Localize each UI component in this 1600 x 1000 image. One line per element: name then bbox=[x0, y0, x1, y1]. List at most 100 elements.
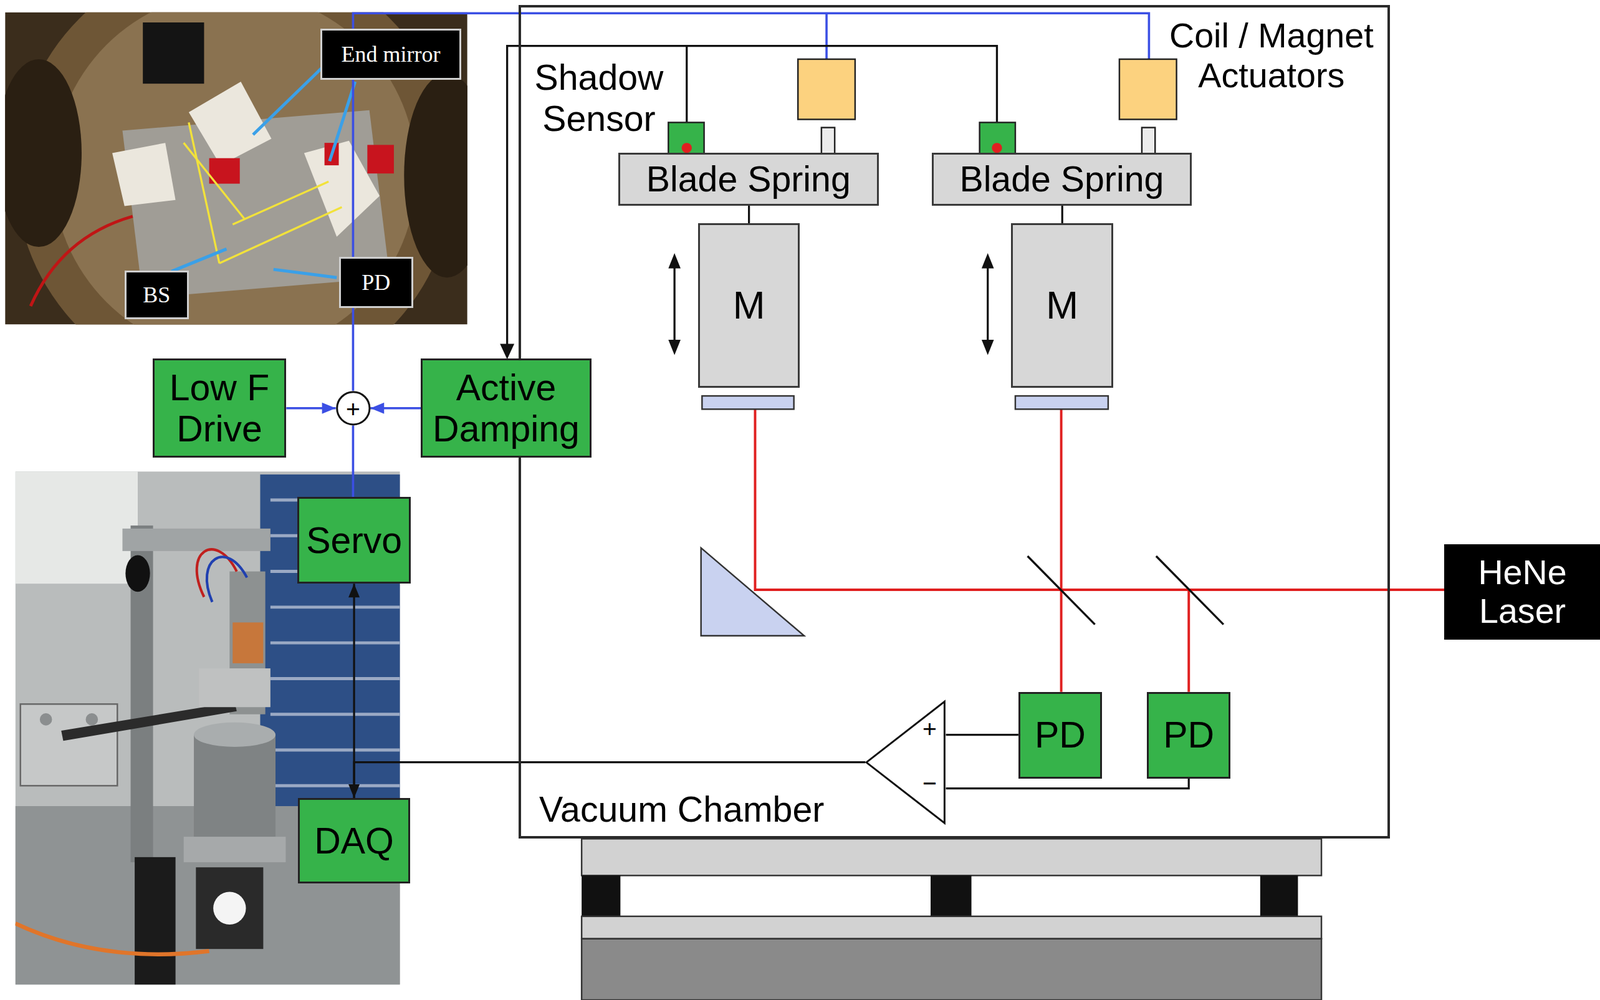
connector bbox=[946, 778, 1190, 789]
node-text: Blade Spring bbox=[959, 158, 1164, 199]
drive-wire bbox=[825, 13, 828, 60]
cabinet-groove bbox=[270, 784, 401, 788]
chamber-port bbox=[4, 59, 82, 247]
cylinder-top bbox=[193, 722, 276, 747]
photodiode: PD bbox=[1018, 691, 1102, 779]
connector-line bbox=[747, 205, 750, 224]
beam-splitter bbox=[1156, 555, 1224, 625]
beam-path bbox=[188, 122, 220, 264]
test-mass: M bbox=[698, 223, 801, 388]
connector bbox=[286, 402, 336, 414]
leader-line bbox=[253, 65, 325, 135]
node-text: M bbox=[732, 283, 766, 328]
cabinet-groove bbox=[270, 641, 401, 645]
cable bbox=[15, 923, 210, 954]
arrowhead bbox=[322, 402, 336, 414]
node-text: PD bbox=[1163, 714, 1215, 756]
node-text: + bbox=[345, 394, 361, 422]
cylinder-mass bbox=[193, 734, 276, 837]
control-box: Servo bbox=[297, 496, 411, 584]
node-text: PD bbox=[361, 269, 391, 295]
screw bbox=[86, 713, 99, 726]
magnet bbox=[1141, 127, 1155, 157]
arrowhead bbox=[668, 339, 681, 356]
arrowhead bbox=[981, 339, 995, 356]
shelf bbox=[15, 471, 138, 584]
post-base bbox=[134, 857, 176, 985]
test-mass: M bbox=[1010, 223, 1114, 388]
clamp-block bbox=[20, 703, 118, 786]
sum-symbol bbox=[336, 392, 369, 425]
control-box: Low F Drive bbox=[152, 358, 287, 459]
node-text: + bbox=[916, 714, 944, 742]
photo-callout: BS bbox=[124, 270, 189, 320]
connector-line bbox=[946, 733, 1019, 736]
sensor-led bbox=[991, 142, 1002, 153]
beam-path bbox=[232, 181, 329, 225]
node-text: Blade Spring bbox=[646, 158, 851, 199]
mirror-plate bbox=[188, 81, 272, 166]
table-base bbox=[581, 938, 1322, 1000]
cable bbox=[30, 216, 133, 307]
node-text: Active Damping bbox=[428, 367, 584, 450]
connector-line bbox=[352, 425, 355, 498]
connector-line bbox=[946, 778, 1190, 789]
connector-line bbox=[1061, 205, 1064, 224]
motion-arrow bbox=[986, 263, 989, 345]
wire bbox=[206, 556, 247, 602]
coil bbox=[232, 622, 264, 663]
control-box: Active Damping bbox=[420, 358, 592, 459]
mirror bbox=[213, 891, 246, 925]
cabinet-groove bbox=[270, 676, 401, 681]
mirror bbox=[1015, 395, 1109, 409]
connector bbox=[946, 734, 1019, 735]
node-text: Vacuum Chamber bbox=[539, 789, 824, 829]
leader-line bbox=[273, 269, 338, 278]
table-plate bbox=[581, 916, 1322, 939]
chamber-rim bbox=[15, 12, 455, 325]
sensor-wire bbox=[685, 46, 688, 123]
red-block bbox=[367, 144, 394, 174]
photodiode: PD bbox=[1146, 691, 1231, 779]
motion-arrow bbox=[673, 263, 676, 345]
leader-line bbox=[171, 248, 227, 272]
photo-callout: PD bbox=[339, 256, 414, 308]
node-text: HeNe Laser bbox=[1452, 552, 1593, 631]
beam-splitter bbox=[1027, 555, 1096, 625]
photo-callout: End mirror bbox=[320, 28, 462, 80]
node-text: − bbox=[916, 769, 944, 797]
mirror-mount bbox=[195, 867, 264, 949]
node-text: PD bbox=[1034, 714, 1086, 756]
amplifier-symbol bbox=[866, 701, 945, 823]
screw bbox=[39, 713, 53, 726]
shadow-sensor bbox=[979, 122, 1016, 156]
optic-mount bbox=[142, 22, 204, 84]
sensor-wire bbox=[507, 46, 998, 348]
blade-spring: Blade Spring bbox=[931, 152, 1192, 206]
chamber-port bbox=[403, 73, 468, 278]
beam-path bbox=[183, 142, 245, 220]
node-text: Low F Drive bbox=[160, 367, 278, 450]
differential-amplifier: +− bbox=[865, 699, 946, 825]
magnet bbox=[821, 127, 835, 157]
shadow-sensor bbox=[668, 122, 704, 156]
leader-line bbox=[329, 81, 356, 162]
connector bbox=[1062, 205, 1063, 224]
mirror bbox=[701, 395, 794, 409]
laser-beam bbox=[754, 408, 1445, 590]
node-text: M bbox=[1045, 283, 1079, 328]
cross-bar bbox=[122, 528, 270, 551]
table-foot bbox=[581, 875, 621, 916]
laser-beam bbox=[1187, 589, 1190, 692]
prism bbox=[701, 547, 805, 636]
coil-actuator bbox=[797, 59, 856, 120]
node-text: BS bbox=[142, 282, 171, 308]
actuator-label: Coil / Magnet Actuators bbox=[1156, 15, 1387, 96]
sensor-label: Shadow Sensor bbox=[526, 57, 672, 140]
arrowhead bbox=[981, 253, 995, 269]
blade-spring: Blade Spring bbox=[618, 152, 879, 206]
cabinet-groove bbox=[270, 605, 401, 609]
node-text: DAQ bbox=[314, 820, 394, 862]
